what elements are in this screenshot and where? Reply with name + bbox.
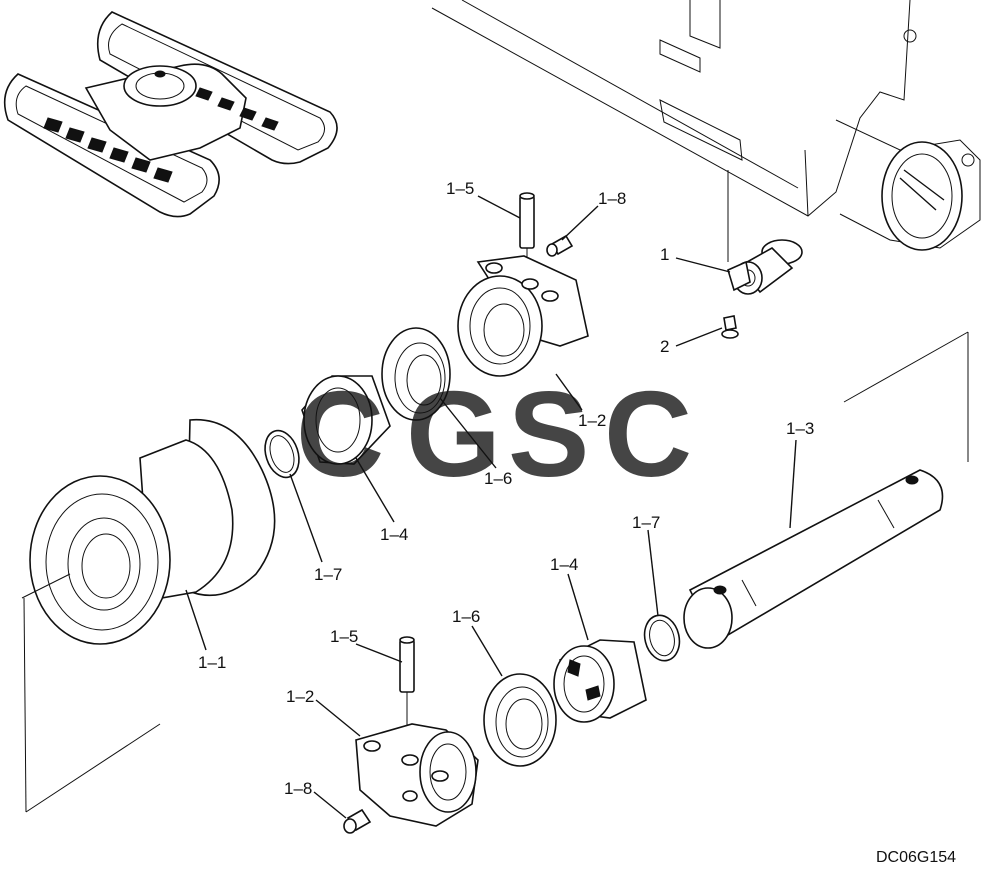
callout-1-4-upper: 1–4 xyxy=(380,525,408,544)
assembly-boundary-lines xyxy=(23,331,969,813)
part-1-4-upper xyxy=(301,375,391,465)
callout-1-7-upper: 1–7 xyxy=(314,565,342,584)
part-1-7-upper xyxy=(264,429,300,479)
watermark: C G S C xyxy=(296,366,692,502)
callout-1-6-upper: 1–6 xyxy=(484,469,512,488)
track-frame xyxy=(431,0,981,262)
part-1-2-upper xyxy=(457,255,589,377)
part-1-5-upper xyxy=(519,192,535,282)
callout-1-2-upper: 1–2 xyxy=(578,411,606,430)
watermark-letter-4: C xyxy=(604,366,692,502)
drawing-code: DC06G154 xyxy=(876,849,956,866)
callout-1-5-lower: 1–5 xyxy=(330,627,358,646)
part-1-7-lower xyxy=(643,614,681,662)
part-1-6-lower xyxy=(483,673,557,767)
leader-lines xyxy=(185,195,797,819)
part-1-6-upper xyxy=(381,327,451,421)
callout-1: 1 xyxy=(660,245,669,264)
watermark-letter-3: S xyxy=(508,366,589,502)
callout-1-5-upper: 1–5 xyxy=(446,179,474,198)
callout-1-3: 1–3 xyxy=(786,419,814,438)
callout-labels: 1–5 1–8 1 2 1–2 1–3 1–6 1–4 1–7 1–7 1–4 … xyxy=(198,179,814,798)
callout-1-8-upper: 1–8 xyxy=(598,189,626,208)
callout-1-8-lower: 1–8 xyxy=(284,779,312,798)
part-1-8-lower xyxy=(343,808,372,834)
part-1-4-lower xyxy=(553,639,647,723)
callout-1-2-lower: 1–2 xyxy=(286,687,314,706)
watermark-letter-1: C xyxy=(296,366,384,502)
callout-1-4-lower: 1–4 xyxy=(550,555,578,574)
watermark-letter-2: G xyxy=(406,366,501,502)
part-1-3-shaft xyxy=(683,469,944,649)
callout-2: 2 xyxy=(660,337,669,356)
part-1-assembly xyxy=(721,239,803,339)
callout-1-1: 1–1 xyxy=(198,653,226,672)
callout-1-6-lower: 1–6 xyxy=(452,607,480,626)
part-1-1-roller xyxy=(21,418,276,645)
part-1-2-lower xyxy=(355,723,479,827)
undercarriage-overview xyxy=(3,11,338,218)
part-1-8-upper xyxy=(546,234,574,257)
callout-1-7-lower: 1–7 xyxy=(632,513,660,532)
